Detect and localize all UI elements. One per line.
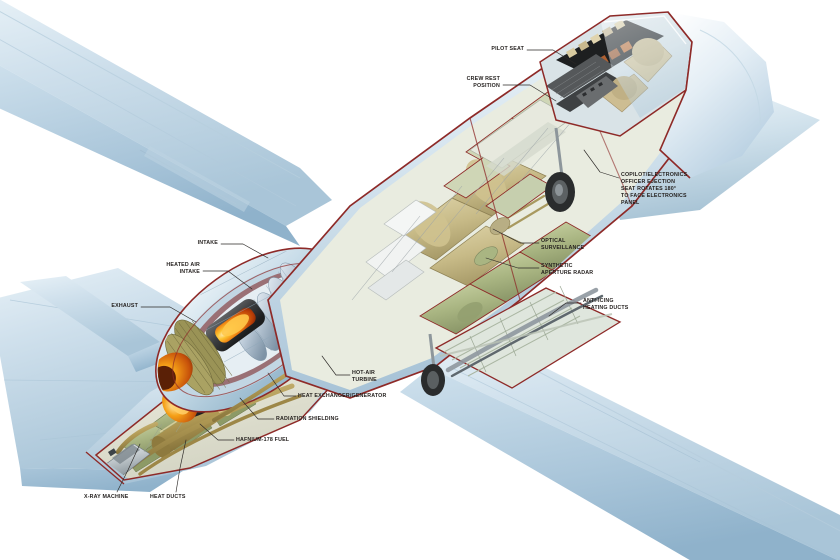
wing-root-cutaway bbox=[434, 285, 622, 389]
leader-hot-air-turbine bbox=[321, 355, 351, 376]
callout-xray-machine: X-RAY MACHINE bbox=[84, 494, 129, 500]
leader-heated-air-intake bbox=[202, 270, 253, 290]
landing-gear bbox=[421, 127, 575, 396]
leader-crew-rest bbox=[502, 84, 557, 102]
heat-ducts bbox=[115, 383, 302, 476]
callout-exhaust: EXHAUST bbox=[111, 303, 138, 309]
callout-optical-surv: OPTICAL SURVEILLANCE bbox=[541, 238, 585, 251]
callout-crew-rest: CREW REST POSITION bbox=[466, 76, 500, 89]
nose-radome bbox=[659, 11, 774, 179]
leader-xray-machine bbox=[116, 443, 141, 493]
starboard-wing bbox=[400, 330, 840, 560]
callout-hafnium-fuel: HAFNIUM-178 FUEL bbox=[236, 437, 290, 443]
cockpit bbox=[539, 11, 693, 137]
leader-copilot-seat bbox=[583, 149, 620, 179]
leader-exhaust bbox=[140, 306, 197, 323]
tail-fin bbox=[20, 276, 168, 372]
x-ray-machine bbox=[105, 443, 151, 477]
leader-pilot-seat bbox=[526, 49, 577, 65]
callout-hot-air-turbine: HOT-AIR TURBINE bbox=[352, 370, 377, 383]
callout-radiation-shield: RADIATION SHIELDING bbox=[276, 416, 339, 422]
callout-copilot-seat: COPILOT/ELECTRONICS OFFICER EJECTION SEA… bbox=[621, 172, 688, 206]
callout-heated-air-intake: HEATED AIR INTAKE bbox=[166, 262, 200, 275]
leader-hafnium-fuel bbox=[199, 423, 235, 441]
port-wing bbox=[0, 0, 332, 246]
callout-intake: INTAKE bbox=[197, 240, 218, 246]
center-pedestal bbox=[576, 76, 618, 108]
callout-heat-ducts: HEAT DUCTS bbox=[150, 494, 186, 500]
leader-optical-surv bbox=[492, 228, 540, 244]
leader-heat-ducts bbox=[175, 439, 187, 493]
leader-sar bbox=[485, 257, 540, 269]
callout-leader-lines bbox=[116, 49, 620, 493]
callout-pilot-seat: PILOT SEAT bbox=[491, 46, 524, 52]
leader-intake bbox=[220, 243, 269, 259]
leader-radiation-shield bbox=[239, 397, 275, 420]
callout-heat-exchanger: HEAT EXCHANGER/GENERATOR bbox=[298, 393, 387, 399]
combustion-chamber bbox=[205, 298, 265, 352]
callout-sar: SYNTHETIC APERTURE RADAR bbox=[541, 263, 594, 276]
callout-anti-icing: ANTI-ICING HEATING DUCTS bbox=[583, 298, 629, 311]
leader-heat-exchanger bbox=[267, 372, 297, 397]
leader-anti-icing bbox=[548, 302, 582, 317]
